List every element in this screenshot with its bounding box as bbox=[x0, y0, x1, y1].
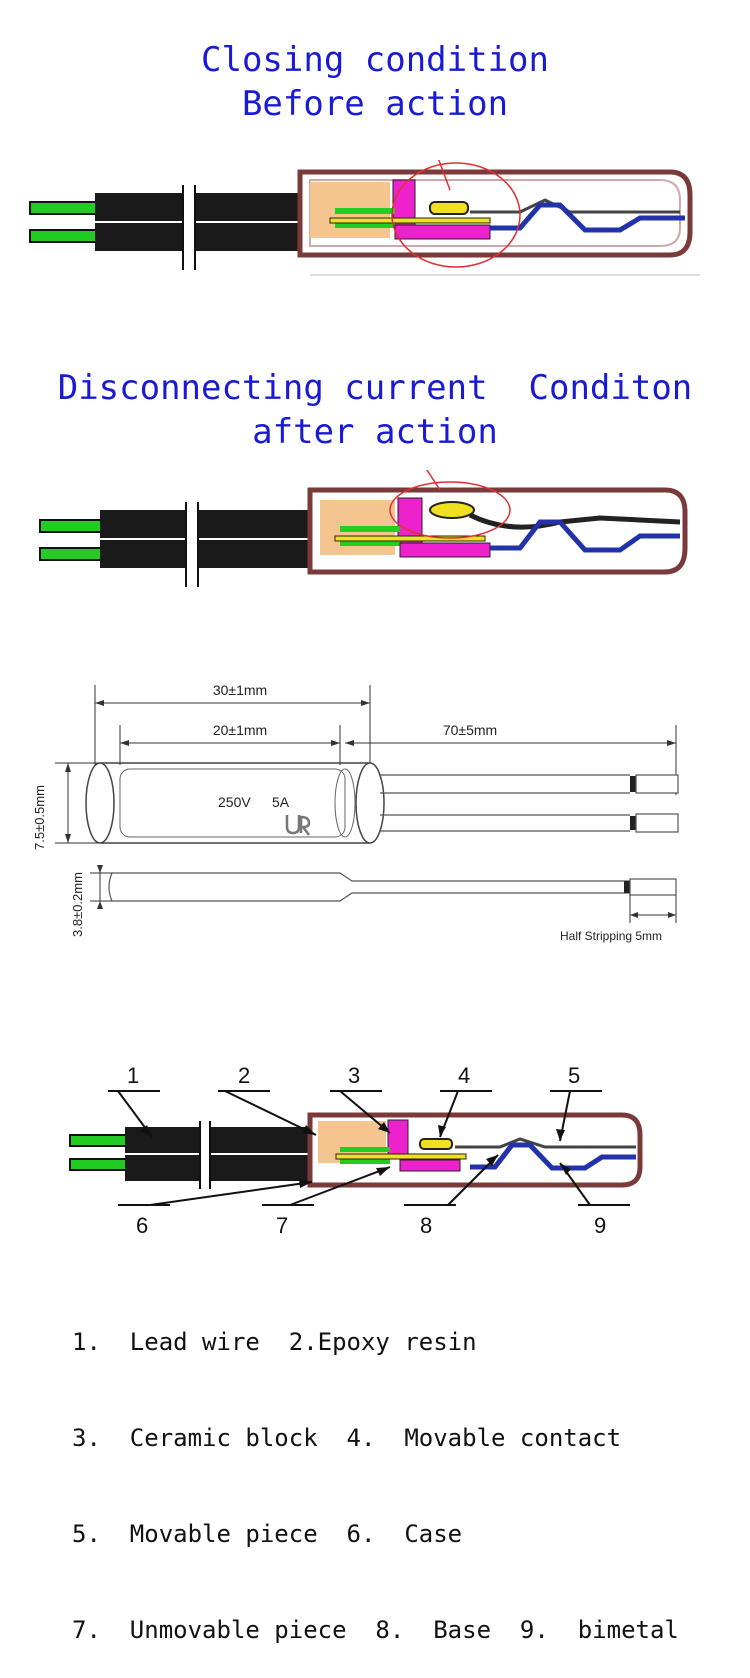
parts-diagram: 1 2 3 4 5 6 7 8 9 bbox=[69, 1063, 643, 1238]
lead-wire-bottom bbox=[39, 547, 106, 561]
dim-body-length: 20±1mm bbox=[213, 722, 267, 738]
base bbox=[399, 1159, 461, 1172]
insulation-bottom bbox=[100, 540, 340, 568]
base bbox=[399, 542, 491, 558]
dim-stripping: Half Stripping 5mm bbox=[560, 929, 662, 943]
highlight-ellipse bbox=[391, 162, 521, 268]
disconnecting-title-line2: after action bbox=[252, 412, 498, 452]
bimetal bbox=[490, 519, 680, 553]
legend-row-1: 1. Lead wire 2.Epoxy resin bbox=[72, 1328, 477, 1356]
rating-voltage: 250V bbox=[218, 794, 251, 810]
movable-piece bbox=[455, 1137, 636, 1149]
dimension-drawing: 30±1mm 20±1mm 70±5mm 250V 5A 7.5±0.5mm H… bbox=[32, 682, 679, 943]
dim-lead-diameter: 3.8±0.2mm bbox=[70, 872, 85, 937]
lead-wire-top bbox=[29, 201, 101, 215]
movable-piece bbox=[470, 198, 680, 214]
side-view-body bbox=[108, 872, 631, 902]
callout-5: 5 bbox=[568, 1063, 580, 1088]
side-view-lead-tip bbox=[629, 878, 677, 896]
callout-1: 1 bbox=[127, 1063, 139, 1088]
lead-wire-bottom bbox=[69, 1158, 131, 1171]
callout-3: 3 bbox=[348, 1063, 360, 1088]
pointer-arrow bbox=[426, 470, 441, 491]
movable-contact bbox=[419, 1138, 453, 1150]
parts-legend: 1. Lead wire 2.Epoxy resin 3. Ceramic bl… bbox=[72, 1262, 679, 1678]
closing-title-line2: Before action bbox=[241, 84, 509, 124]
insulation-top bbox=[100, 510, 340, 538]
highlight-ellipse bbox=[389, 481, 511, 539]
lead-wire-top bbox=[69, 1134, 131, 1147]
closing-title-line1: Closing condition bbox=[201, 40, 549, 80]
bimetal bbox=[470, 1142, 636, 1171]
lead-tip-top bbox=[630, 776, 636, 792]
movable-contact bbox=[429, 501, 475, 519]
ceramic-block bbox=[387, 1119, 409, 1159]
base bbox=[394, 224, 491, 240]
disconnecting-title-line1: Disconnecting current Conditon bbox=[57, 368, 693, 408]
pointer-arrow bbox=[438, 160, 451, 191]
legend-row-4: 7. Unmovable piece 8. Base 9. bimetal bbox=[72, 1616, 679, 1644]
lead-wire-bottom bbox=[29, 229, 101, 243]
insulation-top bbox=[95, 193, 335, 221]
bimetal bbox=[490, 202, 685, 233]
insulation-bottom bbox=[125, 1155, 340, 1181]
inner-body bbox=[119, 768, 346, 838]
unmovable-piece bbox=[334, 535, 486, 542]
unmovable-piece bbox=[335, 1153, 467, 1160]
callout-8: 8 bbox=[420, 1213, 432, 1238]
insulation-bottom bbox=[95, 223, 335, 251]
break-mark bbox=[186, 502, 198, 587]
break-mark bbox=[200, 1121, 210, 1189]
callout-6: 6 bbox=[136, 1213, 148, 1238]
lead-tip-bottom bbox=[630, 816, 636, 830]
legend-row-3: 5. Movable piece 6. Case bbox=[72, 1520, 463, 1548]
dim-diameter: 7.5±0.5mm bbox=[32, 785, 47, 850]
callout-4: 4 bbox=[458, 1063, 470, 1088]
rating-current: 5A bbox=[272, 794, 290, 810]
body-tube bbox=[100, 762, 370, 844]
dim-overall-length: 30±1mm bbox=[213, 682, 267, 698]
unmovable-piece bbox=[329, 217, 491, 224]
movable-contact bbox=[429, 201, 469, 215]
lead-wire-top bbox=[39, 519, 106, 533]
callout-9: 9 bbox=[594, 1213, 606, 1238]
closing-condition-diagram bbox=[29, 160, 700, 276]
break-mark bbox=[183, 185, 195, 270]
callout-2: 2 bbox=[238, 1063, 250, 1088]
disconnecting-condition-diagram bbox=[39, 470, 688, 587]
ur-mark-icon bbox=[285, 815, 311, 836]
dim-lead-length: 70±5mm bbox=[443, 722, 497, 738]
callout-7: 7 bbox=[276, 1213, 288, 1238]
